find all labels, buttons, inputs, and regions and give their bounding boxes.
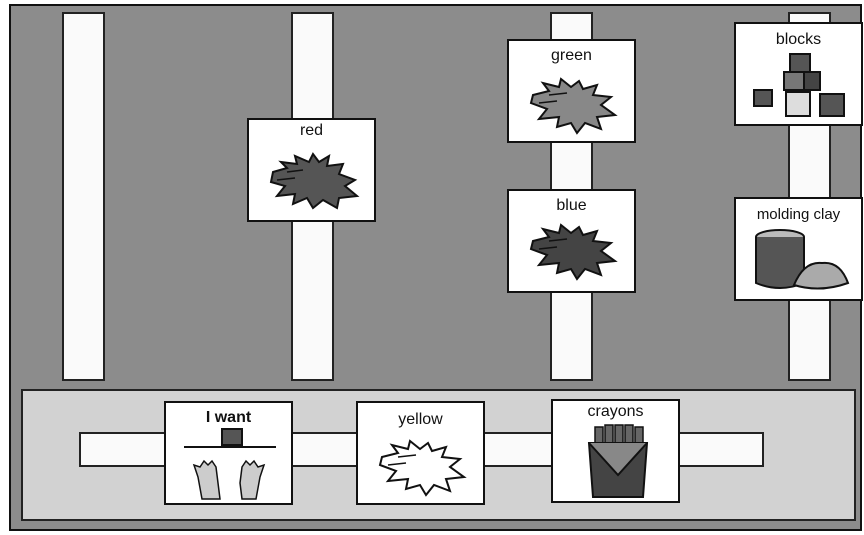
green-paint-splat-icon bbox=[529, 77, 618, 135]
card-i-want[interactable]: I want bbox=[164, 401, 293, 505]
yellow-paint-splat-icon bbox=[378, 439, 467, 497]
card-molding-clay[interactable]: molding clay bbox=[734, 197, 863, 301]
velcro-strip-1 bbox=[62, 12, 105, 381]
blocks-icon bbox=[753, 53, 845, 117]
card-molding-clay-label: molding clay bbox=[756, 206, 841, 223]
molding-clay-icon bbox=[755, 229, 850, 290]
card-blue-label: blue bbox=[556, 197, 587, 214]
card-crayons-label: crayons bbox=[587, 403, 644, 420]
card-blue[interactable]: blue bbox=[507, 189, 636, 293]
card-blocks[interactable]: blocks bbox=[734, 22, 863, 126]
card-green[interactable]: green bbox=[507, 39, 636, 143]
card-red[interactable]: red bbox=[247, 118, 376, 222]
blue-paint-splat-icon bbox=[529, 223, 618, 281]
card-yellow-label: yellow bbox=[398, 411, 443, 428]
card-blocks-label: blocks bbox=[775, 31, 822, 48]
card-red-label: red bbox=[299, 122, 324, 139]
card-crayons[interactable]: crayons bbox=[551, 399, 680, 503]
i-want-hands-icon bbox=[184, 428, 276, 500]
card-i-want-label: I want bbox=[205, 409, 252, 426]
card-green-label: green bbox=[551, 47, 592, 64]
card-yellow[interactable]: yellow bbox=[356, 401, 485, 505]
crayons-box-icon bbox=[587, 424, 649, 498]
red-paint-splat-icon bbox=[269, 152, 360, 210]
